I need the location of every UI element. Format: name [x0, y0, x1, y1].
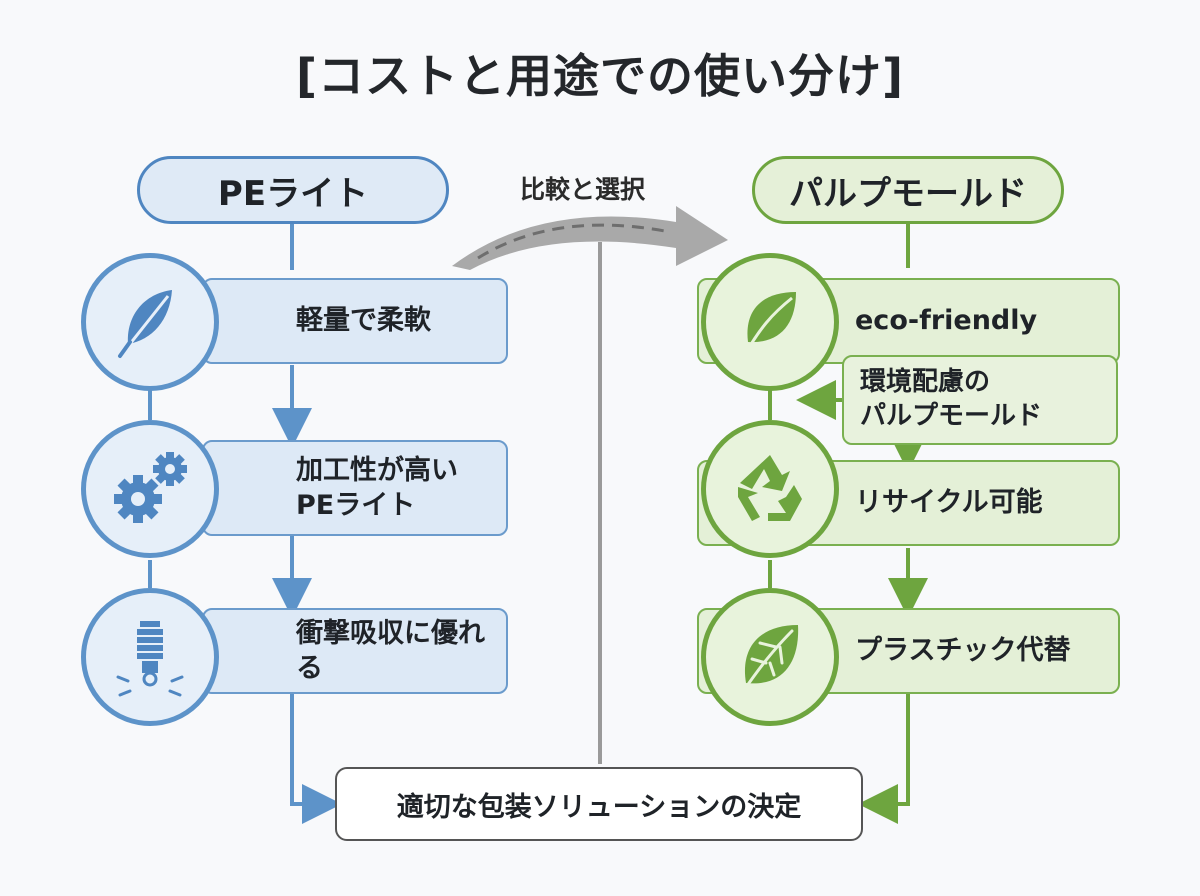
page-title: [コストと用途での使い分け]	[295, 49, 905, 103]
left-item-3: 衝撃吸収に優れる	[202, 608, 508, 694]
left-item-2: 加工性が高い PEライト	[202, 440, 508, 536]
feather-icon	[81, 253, 219, 391]
gears-icon	[81, 420, 219, 558]
left-item-1: 軽量で柔軟	[202, 278, 508, 364]
conclusion-box: 適切な包装ソリューションの決定	[335, 767, 863, 841]
leaf-veins-icon	[701, 588, 839, 726]
left-header: PEライト	[137, 156, 449, 224]
spring-shock-icon	[81, 588, 219, 726]
compare-arrow	[452, 206, 728, 270]
leaf-icon	[701, 253, 839, 391]
recycle-icon	[701, 420, 839, 558]
compare-label: 比較と選択	[520, 175, 646, 204]
right-header: パルプモールド	[752, 156, 1064, 224]
right-note: 環境配慮の パルプモールド	[842, 355, 1118, 445]
